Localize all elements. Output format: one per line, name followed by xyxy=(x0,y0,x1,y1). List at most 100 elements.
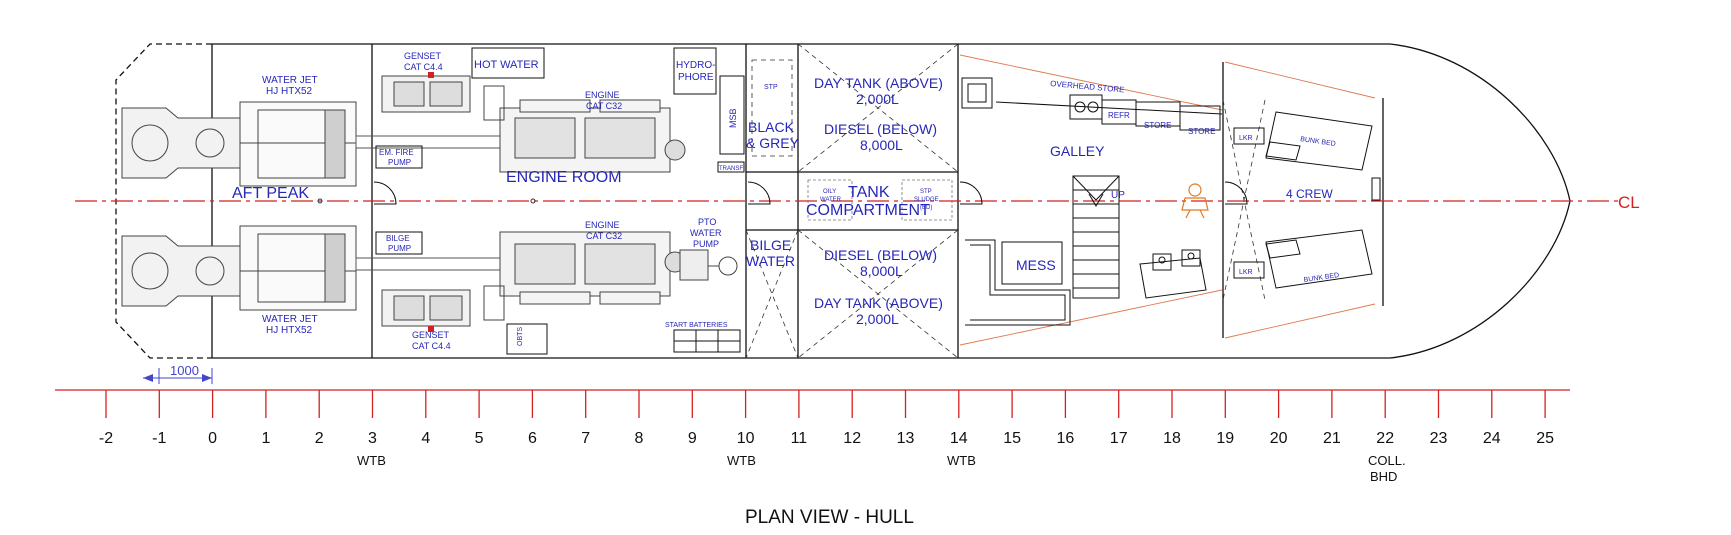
genset-bottom-label-1: GENSET xyxy=(412,330,450,340)
stp-sludge-label-3: (BD) xyxy=(920,205,932,211)
black-grey-label-2: & GREY xyxy=(746,135,800,151)
frame-label: 13 xyxy=(897,430,915,447)
crew-bunks xyxy=(1233,111,1381,289)
engine-top-label-1: ENGINE xyxy=(585,90,620,100)
frame-label: 15 xyxy=(1003,430,1021,447)
bilge-water-label-2: WATER xyxy=(746,253,795,269)
shafts xyxy=(355,135,502,271)
coll-bhd-label-2: BHD xyxy=(1370,469,1397,484)
pto-pump-label-3: PUMP xyxy=(693,239,719,249)
diesel-lower-label-2: 8,000L xyxy=(860,263,903,279)
pto-pump-label-1: PTO xyxy=(698,217,716,227)
centerline-label: CL xyxy=(1618,193,1640,212)
frame-label: 9 xyxy=(688,430,697,447)
bilge-water-label-1: BILGE xyxy=(750,237,791,253)
bunk-bed-bottom-label: BUNK BED xyxy=(1303,272,1339,284)
pto-water-pump-shape xyxy=(679,249,738,281)
day-tank-upper-label-1: DAY TANK (ABOVE) xyxy=(814,75,943,91)
frame-label: 20 xyxy=(1270,430,1288,447)
overhead-store-label: OVERHEAD STORE xyxy=(1050,79,1125,94)
galley-fittings xyxy=(961,77,1223,131)
frame-label: 17 xyxy=(1110,430,1128,447)
start-batteries-label: START BATTERIES xyxy=(665,322,728,329)
frame-label: -1 xyxy=(152,430,166,447)
frame-label: 5 xyxy=(475,430,484,447)
frame-label: 23 xyxy=(1430,430,1448,447)
frame-label: -2 xyxy=(99,430,113,447)
frame-label: 22 xyxy=(1376,430,1394,447)
tank-crossings xyxy=(745,43,1266,359)
stp-top-label: STP xyxy=(764,84,778,91)
stp-sludge-label-2: SLUDGE xyxy=(914,197,939,203)
frame-label: 1 xyxy=(261,430,270,447)
frame-label: 7 xyxy=(581,430,590,447)
stair xyxy=(1072,175,1120,299)
store-label-2: STORE xyxy=(1188,127,1215,136)
tank-compartment-label-2: COMPARTMENT xyxy=(806,202,930,219)
frame-label: 10 xyxy=(737,430,755,447)
water-jet-top-label-2: HJ HTX52 xyxy=(266,86,313,97)
transf-label: TRANSF xyxy=(719,166,743,172)
galley-tables xyxy=(1139,249,1207,299)
galley-label: GALLEY xyxy=(1050,143,1105,159)
cl-marker-2 xyxy=(530,198,536,204)
frame-label: 8 xyxy=(635,430,644,447)
diesel-upper-label-1: DIESEL (BELOW) xyxy=(824,121,937,137)
cl-marker-1 xyxy=(317,198,323,204)
crew-figure xyxy=(1181,183,1209,219)
genset-bottom xyxy=(381,289,471,332)
inner-hull-lines xyxy=(959,54,1376,346)
hydrophore-label-2: PHORE xyxy=(678,72,714,83)
engine-bottom xyxy=(499,231,686,305)
doors xyxy=(373,181,1248,205)
day-tank-lower-label-1: DAY TANK (ABOVE) xyxy=(814,295,943,311)
engine-top-label-2: CAT C32 xyxy=(586,101,622,111)
frame-label: 14 xyxy=(950,430,968,447)
frame-label: 21 xyxy=(1323,430,1341,447)
coll-bhd-label-1: COLL. xyxy=(1368,453,1406,468)
em-fire-pump-label-2: PUMP xyxy=(388,158,411,167)
aft-peak-label: AFT PEAK xyxy=(232,185,309,202)
hydrophore-label-1: HYDRO- xyxy=(676,60,715,71)
genset-top-cabinet xyxy=(483,85,505,121)
water-jet-top xyxy=(121,101,357,187)
drawing-title: PLAN VIEW - HULL xyxy=(745,507,914,528)
frame-label: 12 xyxy=(843,430,861,447)
frame-label: 18 xyxy=(1163,430,1181,447)
engine-room-boxes xyxy=(375,47,745,355)
wtb-label-b: WTB xyxy=(727,453,756,468)
stp-tank-box xyxy=(751,59,793,157)
frame-label: 0 xyxy=(208,430,217,447)
diesel-upper-label-2: 8,000L xyxy=(860,137,903,153)
bilge-pump-label-1: BILGE xyxy=(386,234,410,243)
water-jet-bottom-label-1: WATER JET xyxy=(262,314,318,325)
frame-label: 4 xyxy=(421,430,430,447)
mess-label: MESS xyxy=(1016,257,1056,273)
genset-bottom-label-2: CAT C4.4 xyxy=(412,341,451,351)
obts-label: OBTS xyxy=(517,327,524,346)
engine-room-label: ENGINE ROOM xyxy=(506,169,622,186)
diesel-lower-label-1: DIESEL (BELOW) xyxy=(824,247,937,263)
tank-compartment-label-1: TANK xyxy=(848,184,890,201)
oily-water-label-1: OILY xyxy=(823,189,836,195)
frame-label: 11 xyxy=(791,430,808,447)
stp-sludge-label-1: STP xyxy=(920,189,932,195)
frame-label: 2 xyxy=(315,430,324,447)
frame-label: 3 xyxy=(368,430,377,447)
bunk-bed-top-label: BUNK BED xyxy=(1300,136,1336,148)
water-jet-top-label-1: WATER JET xyxy=(262,75,318,86)
wtb-label-a: WTB xyxy=(357,453,386,468)
frame-label: 16 xyxy=(1057,430,1075,447)
dimension-1000 xyxy=(143,368,213,384)
frame-label: 24 xyxy=(1483,430,1501,447)
msb-label: MSB xyxy=(728,108,738,128)
engine-bottom-label-2: CAT C32 xyxy=(586,231,622,241)
lkr-bottom-label: LKR xyxy=(1239,269,1253,276)
engine-bottom-label-1: ENGINE xyxy=(585,220,620,230)
frame-ticks xyxy=(105,390,1546,418)
up-label: UP xyxy=(1111,190,1125,201)
dimension-label: 1000 xyxy=(170,363,199,378)
frame-label: 6 xyxy=(528,430,537,447)
hot-water-label: HOT WATER xyxy=(474,59,539,71)
